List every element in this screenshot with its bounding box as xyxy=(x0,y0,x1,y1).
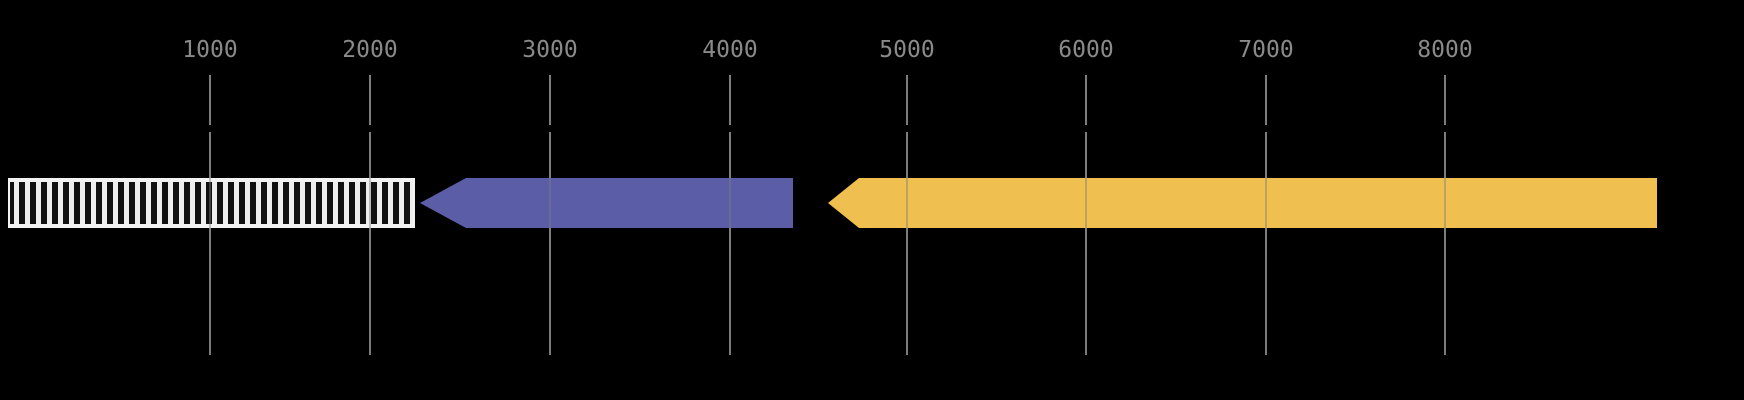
axis-tick-label: 5000 xyxy=(879,37,935,63)
axis-gridline-overlay xyxy=(1444,75,1446,355)
axis-tick-label: 1000 xyxy=(182,37,238,63)
axis-tick-label: 3000 xyxy=(522,37,578,63)
axis-tick-label: 7000 xyxy=(1238,37,1294,63)
axis-tick-label: 4000 xyxy=(702,37,758,63)
axis-gridline-overlay xyxy=(209,75,211,355)
axis-gridline-overlay xyxy=(549,75,551,355)
axis-gridline-overlay xyxy=(906,75,908,355)
feature-track xyxy=(0,178,1744,228)
track-feature[interactable] xyxy=(828,178,1657,228)
track-feature[interactable] xyxy=(8,178,415,228)
axis-tick-label: 2000 xyxy=(342,37,398,63)
track-feature[interactable] xyxy=(555,178,793,228)
axis-gridline-overlay xyxy=(1265,75,1267,355)
axis-gridline-overlay xyxy=(729,75,731,355)
axis-tick-label: 6000 xyxy=(1058,37,1114,63)
axis-gridline-overlay xyxy=(369,75,371,355)
axis-gridline-overlay xyxy=(1085,75,1087,355)
axis-tick-label: 8000 xyxy=(1417,37,1473,63)
